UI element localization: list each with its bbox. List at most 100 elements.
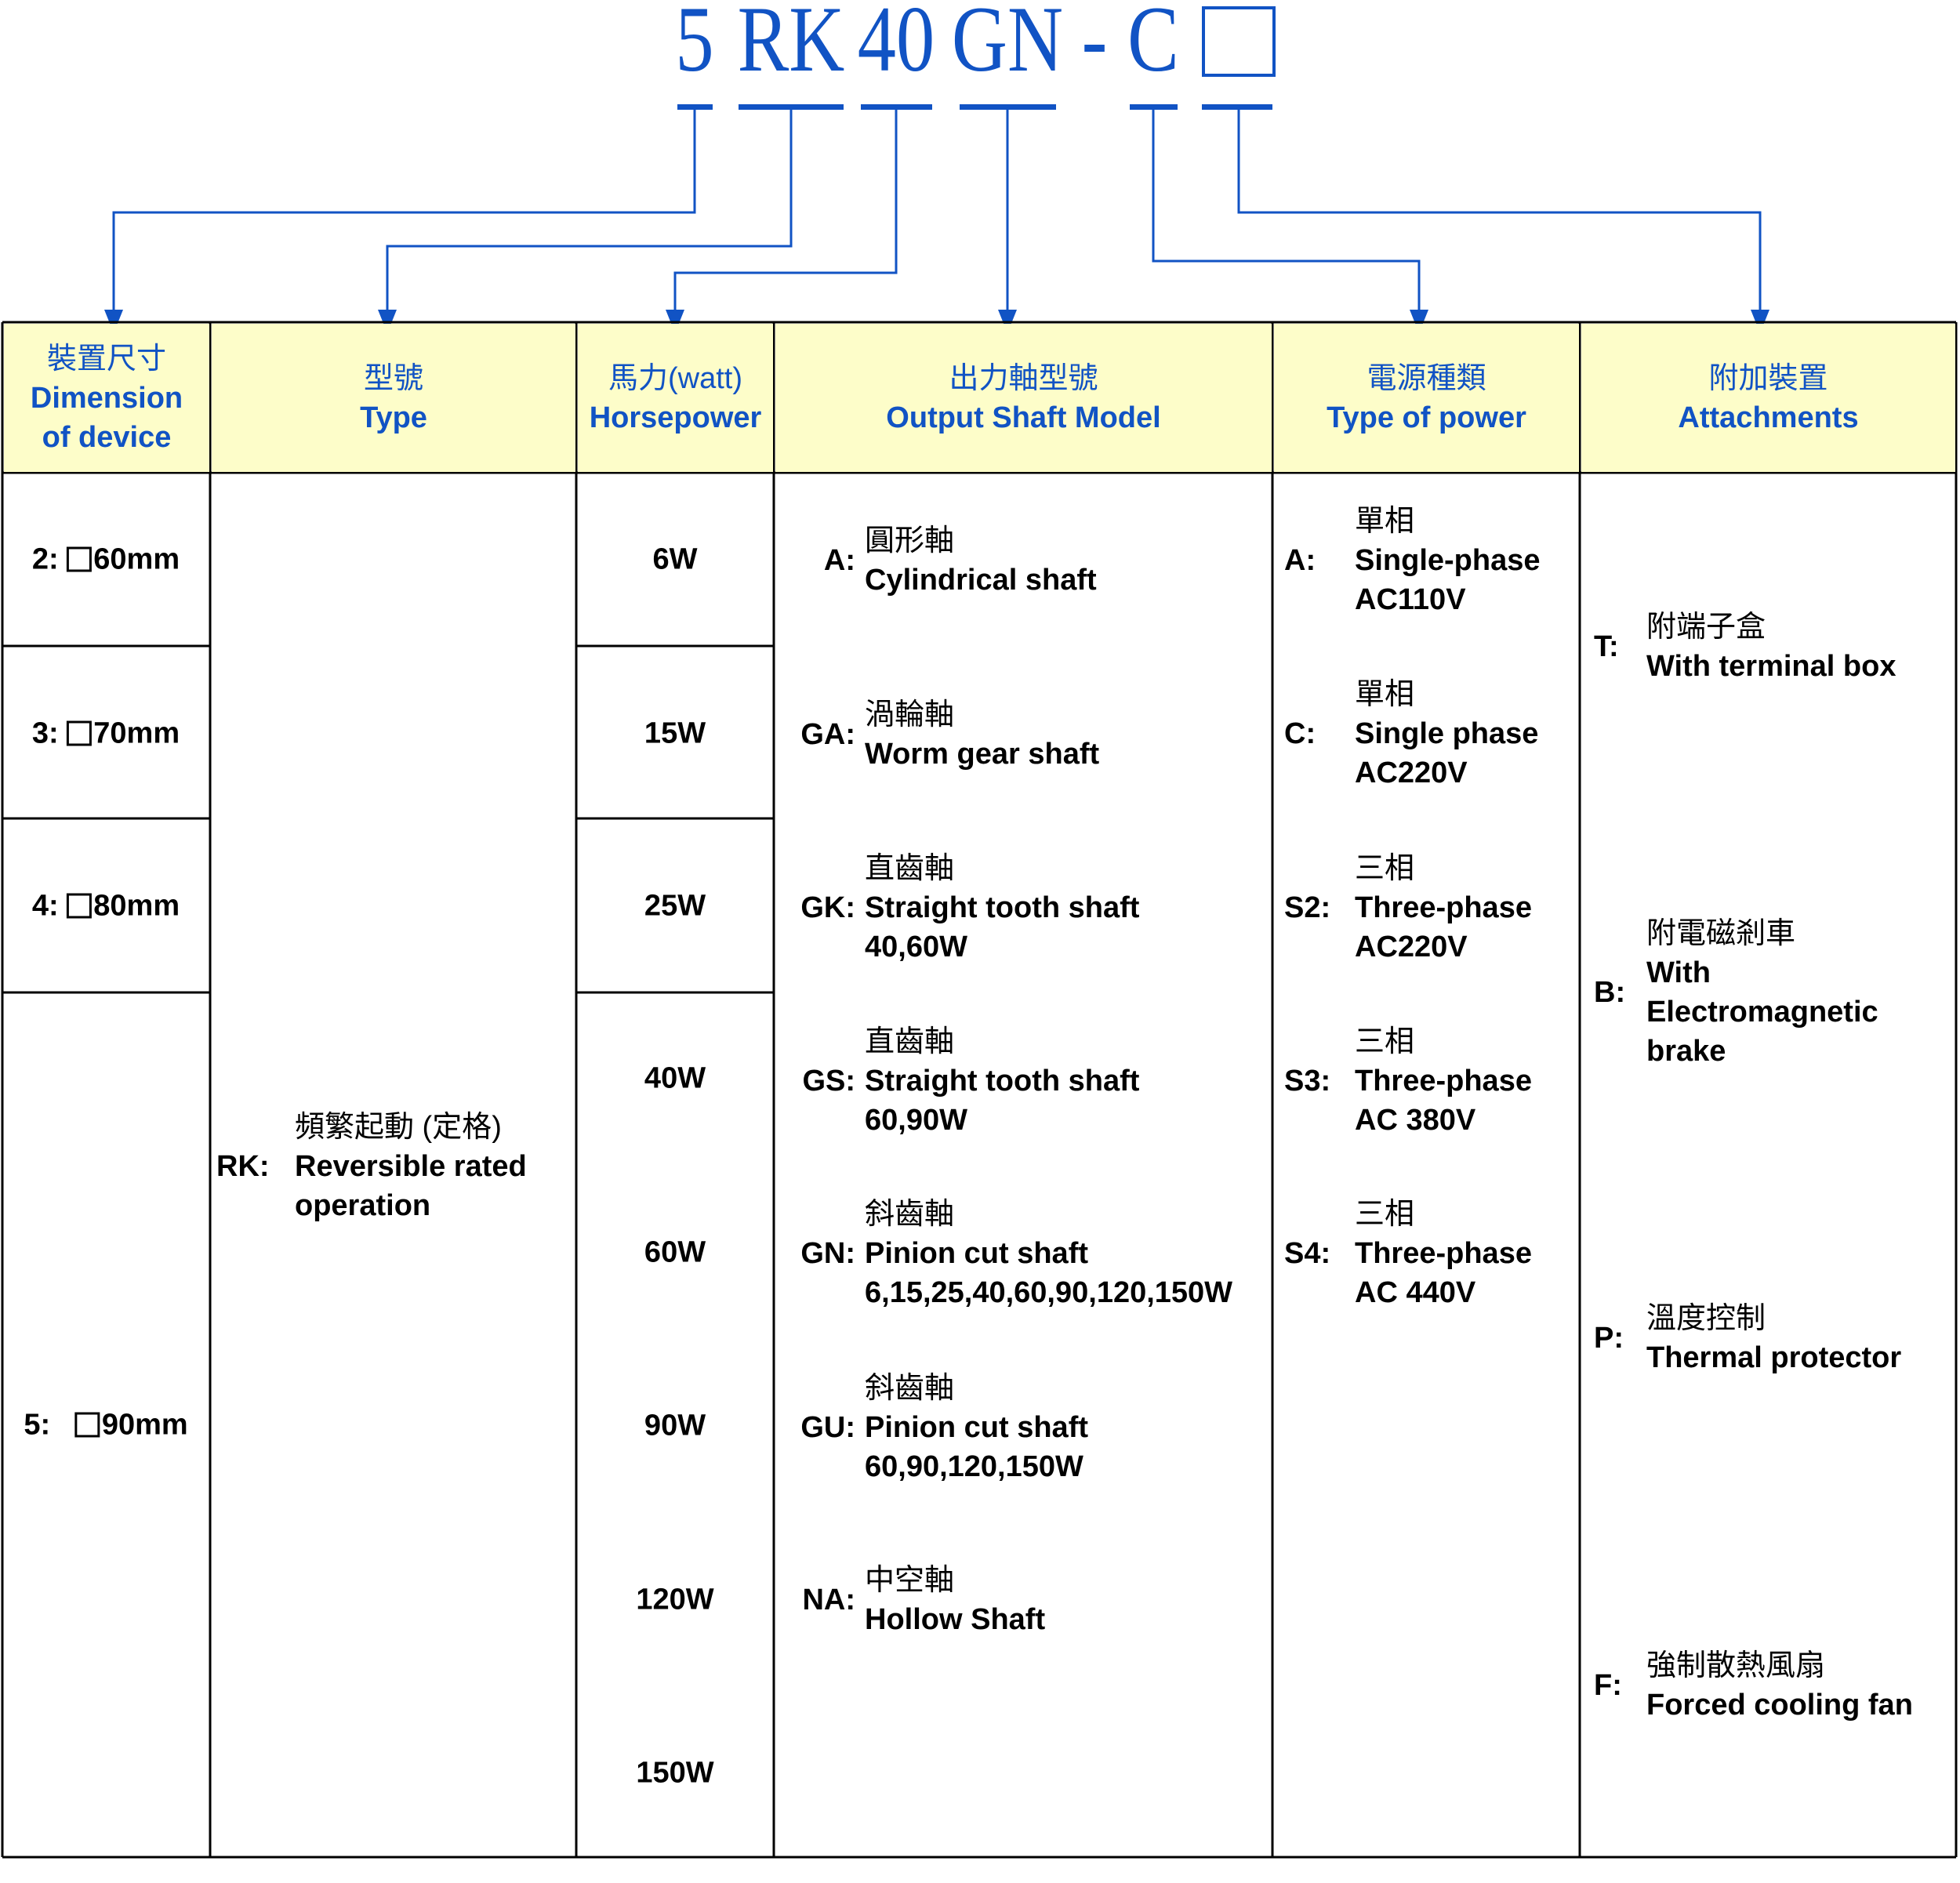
code-horsepower: 40 — [857, 0, 935, 91]
power-en: Three-phase — [1355, 1065, 1532, 1098]
shaft-zh: 中空軸 — [865, 1564, 955, 1597]
type-en2: operation — [295, 1189, 431, 1222]
shaft-watts: 40,60W — [865, 931, 967, 963]
square-icon — [67, 720, 93, 746]
horsepower-value: 15W — [644, 717, 706, 750]
horsepower-value: 90W — [644, 1409, 706, 1442]
power-volt: AC220V — [1355, 756, 1468, 789]
dimension-label: 2: — [31, 542, 59, 576]
shaft-zh: 圓形軸 — [865, 524, 955, 557]
horsepower-value: 60W — [644, 1235, 706, 1269]
header-type-en: Type — [360, 401, 427, 434]
header-horsepower-en: Horsepower — [589, 401, 762, 434]
header-attachments-en: Attachments — [1678, 401, 1859, 434]
attachment-en: Forced cooling fan — [1646, 1689, 1913, 1722]
header-horsepower-zh: 馬力(watt) — [608, 361, 742, 395]
horsepower-value: 6W — [652, 542, 698, 576]
header-dimension-zh: 裝置尺寸 — [46, 342, 166, 376]
attachment-zh: 附電磁剎車 — [1646, 917, 1796, 950]
power-en: Three-phase — [1355, 1237, 1532, 1270]
power-volt: AC 380V — [1355, 1104, 1476, 1137]
power-zh: 單相 — [1355, 505, 1415, 538]
attachment-en: With terminal box — [1646, 650, 1896, 683]
horsepower-value: 150W — [636, 1756, 714, 1790]
shaft-en: Cylindrical shaft — [865, 564, 1097, 597]
power-label: S2: — [1284, 891, 1331, 924]
shaft-en: Worm gear shaft — [865, 738, 1100, 771]
code-shaft: GN — [951, 0, 1064, 91]
attachment-entry: F: 強制散熱風扇 Forced cooling fan — [1594, 1646, 1913, 1725]
horsepower-value: 120W — [636, 1583, 714, 1616]
dimension-label: 3: — [31, 717, 59, 750]
code-size: 5 — [675, 0, 714, 91]
attachment-zh: 附端子盒 — [1646, 611, 1766, 644]
attachment-en: Thermal protector — [1646, 1341, 1902, 1374]
shaft-label: GN: — [800, 1237, 855, 1270]
header-power: 電源種類 Type of power — [1274, 324, 1579, 472]
power-zh: 三相 — [1355, 1025, 1415, 1058]
power-volt: AC110V — [1355, 583, 1466, 616]
dimension-label: 5: — [24, 1408, 51, 1442]
power-en: Three-phase — [1355, 891, 1532, 924]
shaft-label: GS: — [802, 1065, 855, 1098]
shaft-zh: 斜齒軸 — [865, 1372, 955, 1405]
power-zh: 三相 — [1355, 852, 1415, 885]
horsepower-value: 25W — [644, 889, 706, 923]
power-label: S4: — [1284, 1237, 1331, 1270]
power-zh: 單相 — [1355, 678, 1415, 711]
dimension-row: 2: 60mm — [32, 543, 180, 577]
attachment-entry: P: 溫度控制 Thermal protector — [1594, 1299, 1901, 1377]
shaft-entry: A: 圓形軸 Cylindrical shaft — [783, 521, 1097, 600]
header-type: 型號 Type — [212, 324, 575, 472]
attachment-label: B: — [1594, 976, 1626, 1009]
power-label: A: — [1284, 544, 1316, 577]
attachment-zh: 溫度控制 — [1646, 1302, 1766, 1335]
shaft-label: GU: — [800, 1411, 855, 1444]
shaft-label: A: — [823, 544, 855, 577]
shaft-label: NA: — [802, 1584, 855, 1616]
shaft-zh: 直齒軸 — [865, 1025, 955, 1058]
header-power-zh: 電源種類 — [1367, 361, 1486, 395]
attachment-zh: 強制散熱風扇 — [1646, 1649, 1826, 1682]
shaft-en: Pinion cut shaft — [865, 1411, 1088, 1444]
horsepower-value: 40W — [644, 1061, 706, 1095]
code-underlines — [677, 104, 1272, 110]
header-type-zh: 型號 — [363, 361, 423, 395]
code-power: C — [1127, 0, 1179, 91]
attachment-en2: Electromagnetic — [1646, 996, 1878, 1029]
power-en: Single phase — [1355, 717, 1539, 750]
dimension-row: 3: 70mm — [32, 717, 180, 751]
code-type: RK — [737, 0, 845, 91]
attachment-label: F: — [1594, 1669, 1622, 1702]
dimension-row: 5: 90mm — [24, 1409, 187, 1442]
power-en: Single-phase — [1355, 544, 1541, 577]
shaft-label: GA: — [800, 718, 855, 751]
header-horsepower: 馬力(watt) Horsepower — [578, 324, 773, 472]
code-dash: - — [1081, 0, 1108, 91]
power-label: C: — [1284, 717, 1316, 750]
header-power-en: Type of power — [1327, 401, 1526, 434]
attachment-en1: With — [1646, 956, 1711, 989]
square-icon — [74, 1412, 100, 1438]
attachment-en3: brake — [1646, 1035, 1726, 1068]
power-volt: AC 440V — [1355, 1276, 1476, 1309]
type-en1: Reversible rated — [295, 1150, 527, 1183]
header-shaft-en: Output Shaft Model — [886, 401, 1161, 434]
dimension-value: 70mm — [93, 717, 180, 750]
header-shaft: 出力軸型號 Output Shaft Model — [775, 324, 1272, 472]
attachment-label: P: — [1594, 1322, 1624, 1355]
header-dimension: 裝置尺寸 Dimension of device — [4, 324, 209, 472]
shaft-zh: 直齒軸 — [865, 852, 955, 885]
dimension-value: 80mm — [93, 889, 180, 923]
